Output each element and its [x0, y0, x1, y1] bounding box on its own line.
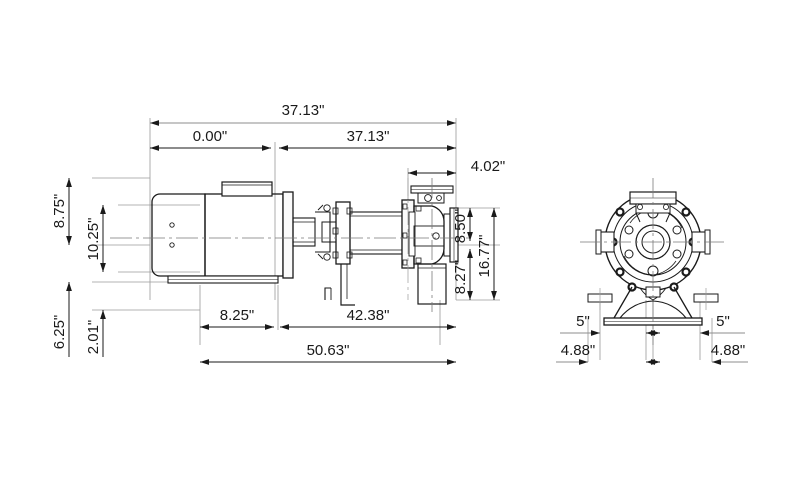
dimension-label-8-50: 8.50" — [452, 209, 469, 244]
dimension-label-10-25: 10.25" — [85, 218, 102, 261]
dimension-label-42-38: 42.38" — [347, 307, 390, 324]
dimension-label-4-02: 4.02" — [471, 158, 506, 175]
dimension-label-50-63: 50.63" — [307, 342, 350, 359]
dimension-label-6-25: 6.25" — [51, 315, 68, 350]
dimension-label-0-00: 0.00" — [193, 128, 228, 145]
dimension-label-8-27: 8.27" — [452, 260, 469, 295]
motor-body — [151, 181, 294, 279]
dimension-label-8-25: 8.25" — [220, 307, 255, 324]
dimension-label-5-left: 5" — [576, 313, 590, 330]
dimension-label-37-13-mid: 37.13" — [347, 128, 390, 145]
bearing-housing-barrel — [332, 201, 403, 306]
dimension-label-4-88-left: 4.88" — [561, 342, 596, 359]
dimension-lines — [66, 120, 748, 365]
front-view-assembly — [580, 178, 726, 345]
dimension-label-37-13-top: 37.13" — [282, 102, 325, 119]
dimension-label-16-77: 16.77" — [476, 235, 493, 278]
motor-base-rail — [167, 275, 279, 284]
dimension-labels: 37.13" 0.00" 37.13" 4.02" 8.25" 42.38" 5… — [51, 102, 745, 359]
dimension-label-2-01: 2.01" — [85, 320, 102, 355]
coupling-guard — [292, 204, 337, 300]
dimension-label-5-right: 5" — [716, 313, 730, 330]
suction-flange-right — [443, 207, 459, 263]
dimension-label-8-75: 8.75" — [51, 194, 68, 229]
dimension-label-4-88-right: 4.88" — [711, 342, 746, 359]
side-view-assembly — [110, 178, 470, 312]
